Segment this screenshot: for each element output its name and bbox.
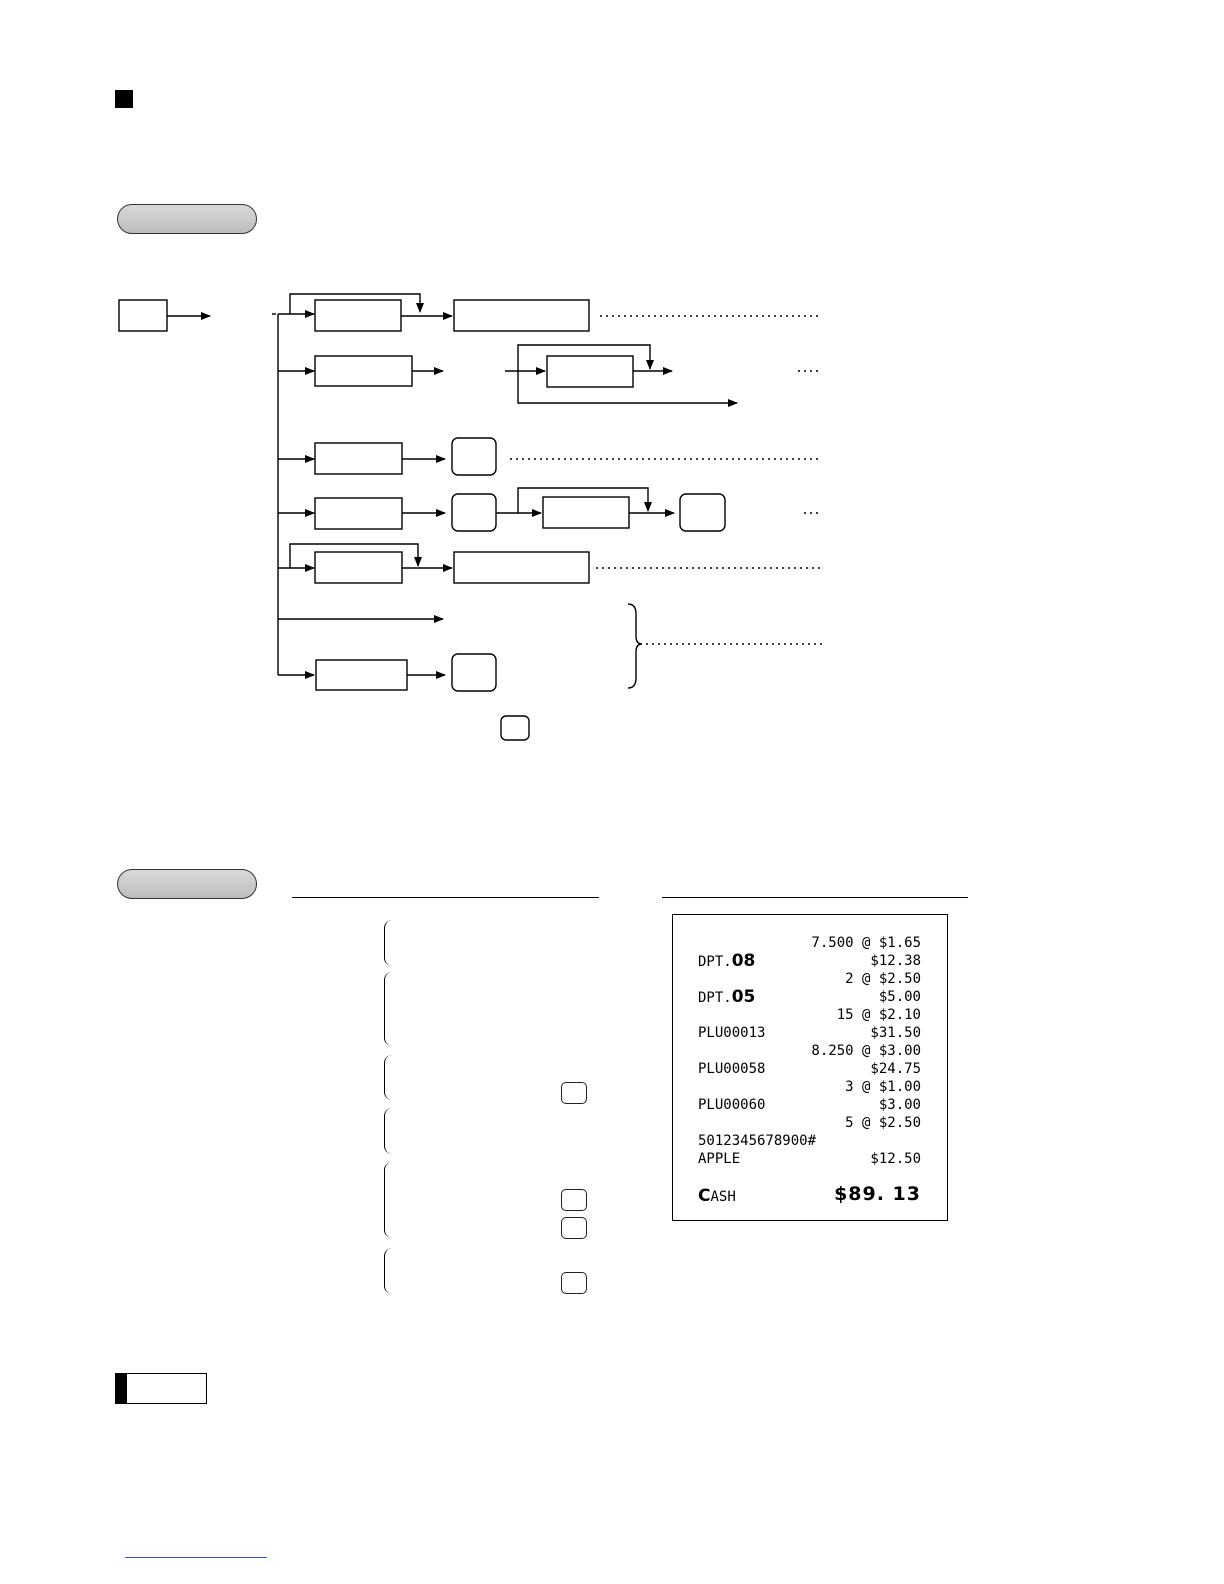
key-group-brace xyxy=(384,1108,392,1154)
cash-label-rest: ASH xyxy=(710,1189,736,1205)
footer-link-underline[interactable] xyxy=(125,1557,267,1558)
row3-entry-box xyxy=(314,442,403,475)
receipt-line: PLU00058 $24.75 xyxy=(698,1061,921,1077)
register-key xyxy=(561,1217,587,1239)
receipt-line: PLU00060 $3.00 xyxy=(698,1097,921,1113)
row7-key xyxy=(451,653,497,692)
print-column-rule xyxy=(662,897,968,898)
row1-result-box xyxy=(453,299,590,332)
finish-key xyxy=(500,715,530,741)
note-label-box xyxy=(115,1373,207,1404)
register-key xyxy=(561,1189,587,1211)
row5-entry-box xyxy=(314,551,403,584)
row2-option-box xyxy=(546,355,634,388)
dept-number: 08 xyxy=(731,951,756,971)
key-group-brace xyxy=(384,1162,392,1238)
dept-number: 05 xyxy=(731,987,756,1007)
receipt-line: APPLE $12.50 xyxy=(698,1151,921,1167)
key-operation-column-rule xyxy=(292,897,599,898)
row5-result-box xyxy=(453,551,590,584)
receipt-line: DPT.05 $5.00 xyxy=(698,987,921,1007)
row4-entry-box xyxy=(314,497,403,530)
row4-option-box xyxy=(542,496,630,529)
group-brace xyxy=(627,603,643,689)
cash-label-initial: C xyxy=(698,1186,711,1206)
dept-prefix: DPT. xyxy=(698,990,732,1006)
receipt-print: 7.500 @ $1.65 DPT.08 $12.38 2 @ $2.50 DP… xyxy=(672,914,948,1221)
receipt-line: PLU00013 $31.50 xyxy=(698,1025,921,1041)
register-key xyxy=(561,1272,587,1294)
receipt-line: 2 @ $2.50 xyxy=(845,971,921,987)
start-key-box xyxy=(118,299,168,332)
receipt-line: 15 @ $2.10 xyxy=(836,1007,921,1023)
row2-entry-box xyxy=(314,355,413,387)
row4-key-1 xyxy=(451,493,497,532)
receipt-total-line: CASH $89. 13 xyxy=(698,1185,921,1209)
key-group-brace xyxy=(384,920,392,966)
row3-key xyxy=(451,437,497,476)
register-key xyxy=(561,1082,587,1104)
receipt-total: $89. 13 xyxy=(834,1183,921,1205)
key-group-brace xyxy=(384,1055,392,1100)
row1-entry-box xyxy=(314,299,402,332)
section-bullet xyxy=(115,90,133,108)
key-group-brace xyxy=(384,1248,392,1294)
key-operation-flowchart xyxy=(118,293,822,741)
procedure-label-pill xyxy=(117,204,257,234)
example-label-pill xyxy=(117,869,257,899)
receipt-line: DPT.08 $12.38 xyxy=(698,951,921,971)
receipt-line: 8.250 @ $3.00 xyxy=(811,1043,921,1059)
dept-prefix: DPT. xyxy=(698,954,732,970)
row4-key-2 xyxy=(679,493,726,532)
receipt-line: 3 @ $1.00 xyxy=(845,1079,921,1095)
receipt-line: 5 @ $2.50 xyxy=(845,1115,921,1131)
receipt-line: 7.500 @ $1.65 xyxy=(811,935,921,951)
receipt-line: 5012345678900# xyxy=(698,1133,817,1149)
note-label-bar xyxy=(115,1373,127,1404)
key-group-brace xyxy=(384,972,392,1046)
row7-entry-box xyxy=(315,659,408,691)
